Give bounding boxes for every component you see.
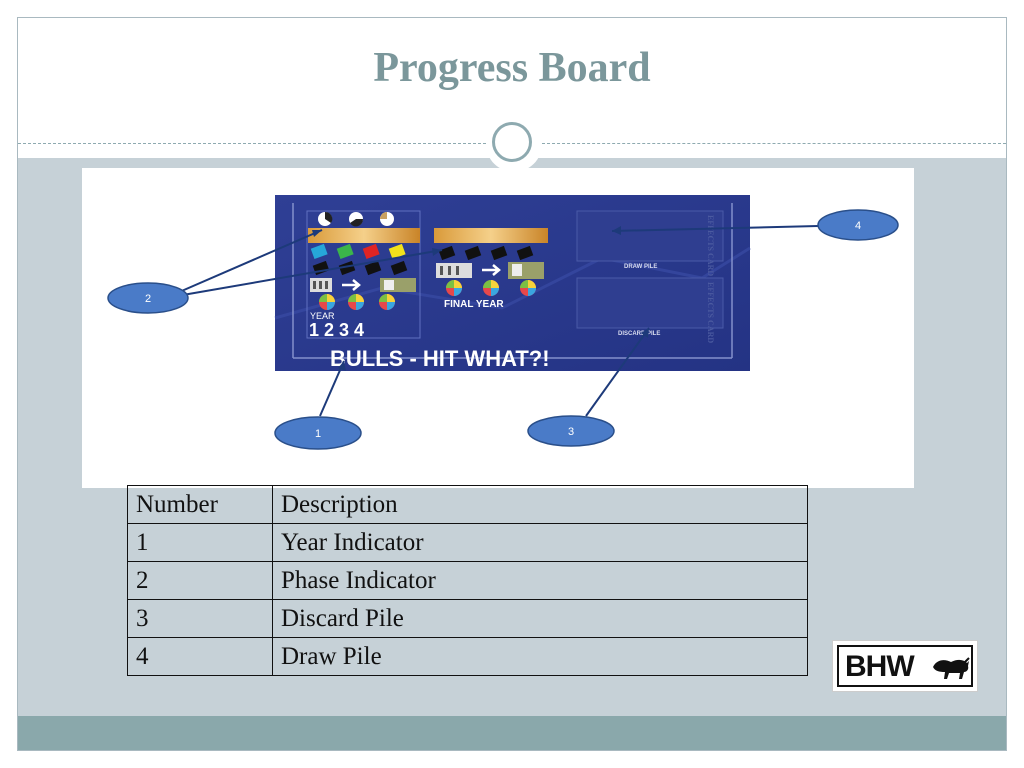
header-description: Description xyxy=(272,485,808,524)
callout-4-number: 4 xyxy=(855,220,861,232)
colored-cards-row xyxy=(310,243,406,260)
table-row: 2 Phase Indicator xyxy=(127,561,808,600)
bhw-logo: BHW xyxy=(832,640,978,692)
building-arrow-row xyxy=(310,278,416,292)
discard-pile-card-text: EFFECTS CARD xyxy=(706,282,715,343)
cell-description: Draw Pile xyxy=(272,637,808,676)
black-cards-final-row xyxy=(438,245,534,261)
legend-table: Number Description 1 Year Indicator 2 Ph… xyxy=(127,485,808,676)
cell-number: 2 xyxy=(127,561,273,600)
callout-4: 4 xyxy=(817,209,899,241)
table-row: 4 Draw Pile xyxy=(127,637,808,676)
callout-arrowheads xyxy=(312,226,649,371)
left-phase-panel xyxy=(306,210,421,339)
cell-number: 3 xyxy=(127,599,273,638)
pie-icons-row xyxy=(318,211,394,227)
page-title: Progress Board xyxy=(373,45,651,91)
progress-board-diagram: YEAR 1 2 3 4 FINAL YEAR xyxy=(107,195,899,450)
header-number: Number xyxy=(127,485,273,524)
gold-banner-left xyxy=(308,228,420,243)
callout-3: 3 xyxy=(527,415,615,447)
callout-2: 2 xyxy=(107,282,189,314)
game-title: BULLS - HIT WHAT?! xyxy=(330,346,550,371)
callout-1-number: 1 xyxy=(315,428,321,440)
gold-banner-final xyxy=(434,228,548,243)
callout-3-number: 3 xyxy=(568,426,574,438)
logo-text: BHW xyxy=(845,650,915,683)
title-divider-right xyxy=(542,143,1006,144)
cell-description: Phase Indicator xyxy=(272,561,808,600)
divider-circle-icon xyxy=(492,122,532,162)
progress-board-image-panel: YEAR 1 2 3 4 FINAL YEAR xyxy=(82,168,914,488)
table-header-row: Number Description xyxy=(127,485,808,524)
year-label: YEAR xyxy=(310,311,335,321)
draw-pile-card-text: EFFECTS CARD xyxy=(706,215,715,276)
color-wheels-row xyxy=(319,294,395,310)
cell-description: Discard Pile xyxy=(272,599,808,638)
black-cards-row xyxy=(312,260,408,276)
discard-pile-label: DISCARD PILE xyxy=(618,331,660,337)
draw-pile-slot xyxy=(576,210,724,262)
callout-1: 1 xyxy=(274,416,362,450)
draw-pile-label: DRAW PILE xyxy=(624,264,657,270)
discard-pile-slot xyxy=(576,277,724,329)
cell-number: 1 xyxy=(127,523,273,562)
table-row: 1 Year Indicator xyxy=(127,523,808,562)
year-digits: 1 2 3 4 xyxy=(309,320,364,340)
callout-pointers xyxy=(176,225,819,417)
cell-description: Year Indicator xyxy=(272,523,808,562)
bull-icon xyxy=(933,657,970,679)
callout-2-number: 2 xyxy=(145,293,151,305)
building-arrow-final-row xyxy=(436,262,544,279)
logo-frame: BHW xyxy=(837,645,973,687)
slide: Progress Board xyxy=(17,17,1007,751)
footer-bar xyxy=(18,716,1006,750)
title-divider-left xyxy=(18,143,486,144)
cell-number: 4 xyxy=(127,637,273,676)
final-year-label: FINAL YEAR xyxy=(444,299,504,310)
color-wheels-final-row xyxy=(446,280,536,296)
table-row: 3 Discard Pile xyxy=(127,599,808,638)
